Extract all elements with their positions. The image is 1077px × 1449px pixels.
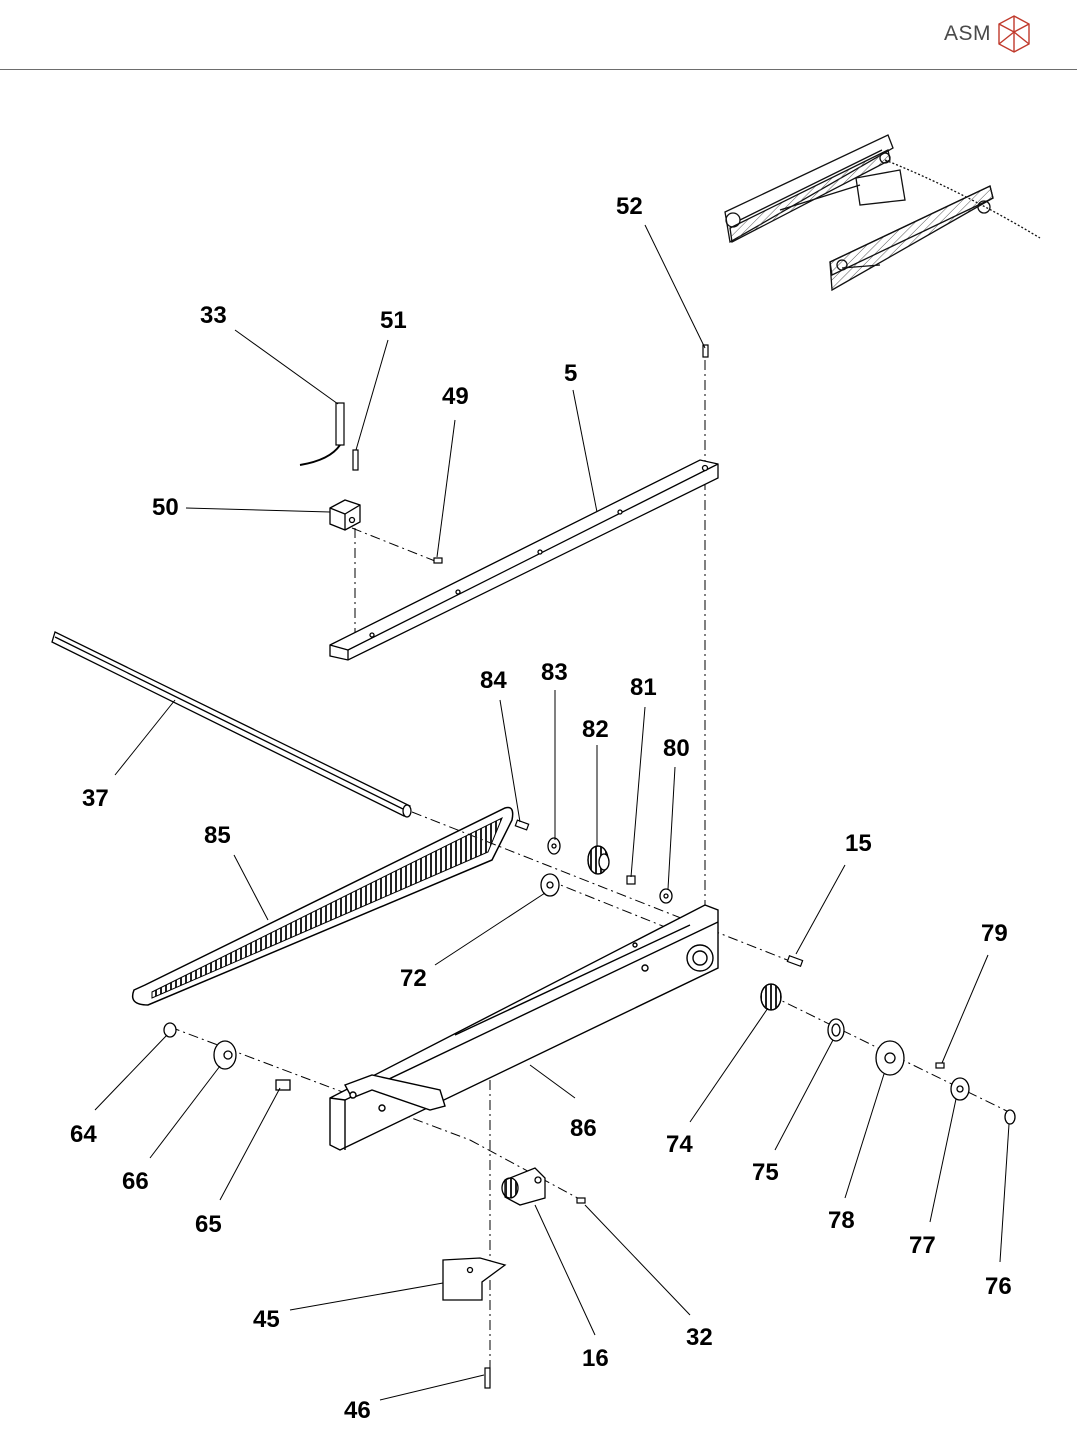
callout-78: 78 <box>828 1207 855 1234</box>
part-72-washer <box>541 874 559 896</box>
callout-5: 5 <box>564 360 577 387</box>
callout-49: 49 <box>442 383 469 410</box>
part-5-rail <box>330 460 718 660</box>
part-33-sensor <box>300 403 344 465</box>
part-83-washer <box>548 838 560 854</box>
part-80-washer <box>660 889 672 903</box>
part-45-bracket <box>443 1258 505 1300</box>
part-85-belt <box>133 808 513 1006</box>
callout-85: 85 <box>204 822 231 849</box>
callout-64: 64 <box>70 1121 97 1148</box>
callout-45: 45 <box>253 1306 280 1333</box>
part-75-bearing <box>828 1019 844 1041</box>
callout-51: 51 <box>380 307 407 334</box>
callout-46: 46 <box>344 1397 371 1424</box>
part-79-screw <box>936 1063 944 1068</box>
callout-81: 81 <box>630 674 657 701</box>
part-65-bushing <box>276 1080 290 1090</box>
callout-84: 84 <box>480 667 507 694</box>
callout-74: 74 <box>666 1131 693 1158</box>
callout-labels: 52 33 51 49 5 50 37 85 84 83 82 81 80 72… <box>70 193 1012 1424</box>
callout-79: 79 <box>981 920 1008 947</box>
callout-66: 66 <box>122 1168 149 1195</box>
callout-32: 32 <box>686 1324 713 1351</box>
part-74-pulley <box>761 984 781 1010</box>
part-84-pin <box>515 820 528 830</box>
callout-72: 72 <box>400 965 427 992</box>
callout-76: 76 <box>985 1273 1012 1300</box>
part-49-screw <box>434 558 442 563</box>
callout-86: 86 <box>570 1115 597 1142</box>
part-81-nut <box>627 876 635 884</box>
part-32-screw <box>577 1198 585 1203</box>
part-15-pin <box>787 956 802 966</box>
part-78-flange <box>876 1041 904 1075</box>
leader-lines <box>95 225 1009 1400</box>
callout-16: 16 <box>582 1345 609 1372</box>
part-46-screw <box>485 1368 490 1388</box>
part-76-ring <box>1005 1110 1015 1124</box>
callout-52: 52 <box>616 193 643 220</box>
part-52-screw <box>703 345 708 357</box>
part-64-washer <box>164 1023 176 1037</box>
part-82-pulley <box>588 846 609 874</box>
callout-75: 75 <box>752 1159 779 1186</box>
part-77-washer <box>951 1078 969 1100</box>
callout-83: 83 <box>541 659 568 686</box>
callout-65: 65 <box>195 1211 222 1238</box>
part-16-tensioner <box>502 1168 545 1205</box>
callout-33: 33 <box>200 302 227 329</box>
callout-15: 15 <box>845 830 872 857</box>
part-50-sensor-holder <box>330 500 360 530</box>
callout-50: 50 <box>152 494 179 521</box>
part-51-pin <box>353 450 358 470</box>
callout-82: 82 <box>582 716 609 743</box>
overview-thumbnail <box>725 135 1040 290</box>
callout-80: 80 <box>663 735 690 762</box>
callout-37: 37 <box>82 785 109 812</box>
callout-77: 77 <box>909 1232 936 1259</box>
part-66-pulley <box>214 1041 236 1069</box>
part-86-frame <box>330 905 718 1150</box>
